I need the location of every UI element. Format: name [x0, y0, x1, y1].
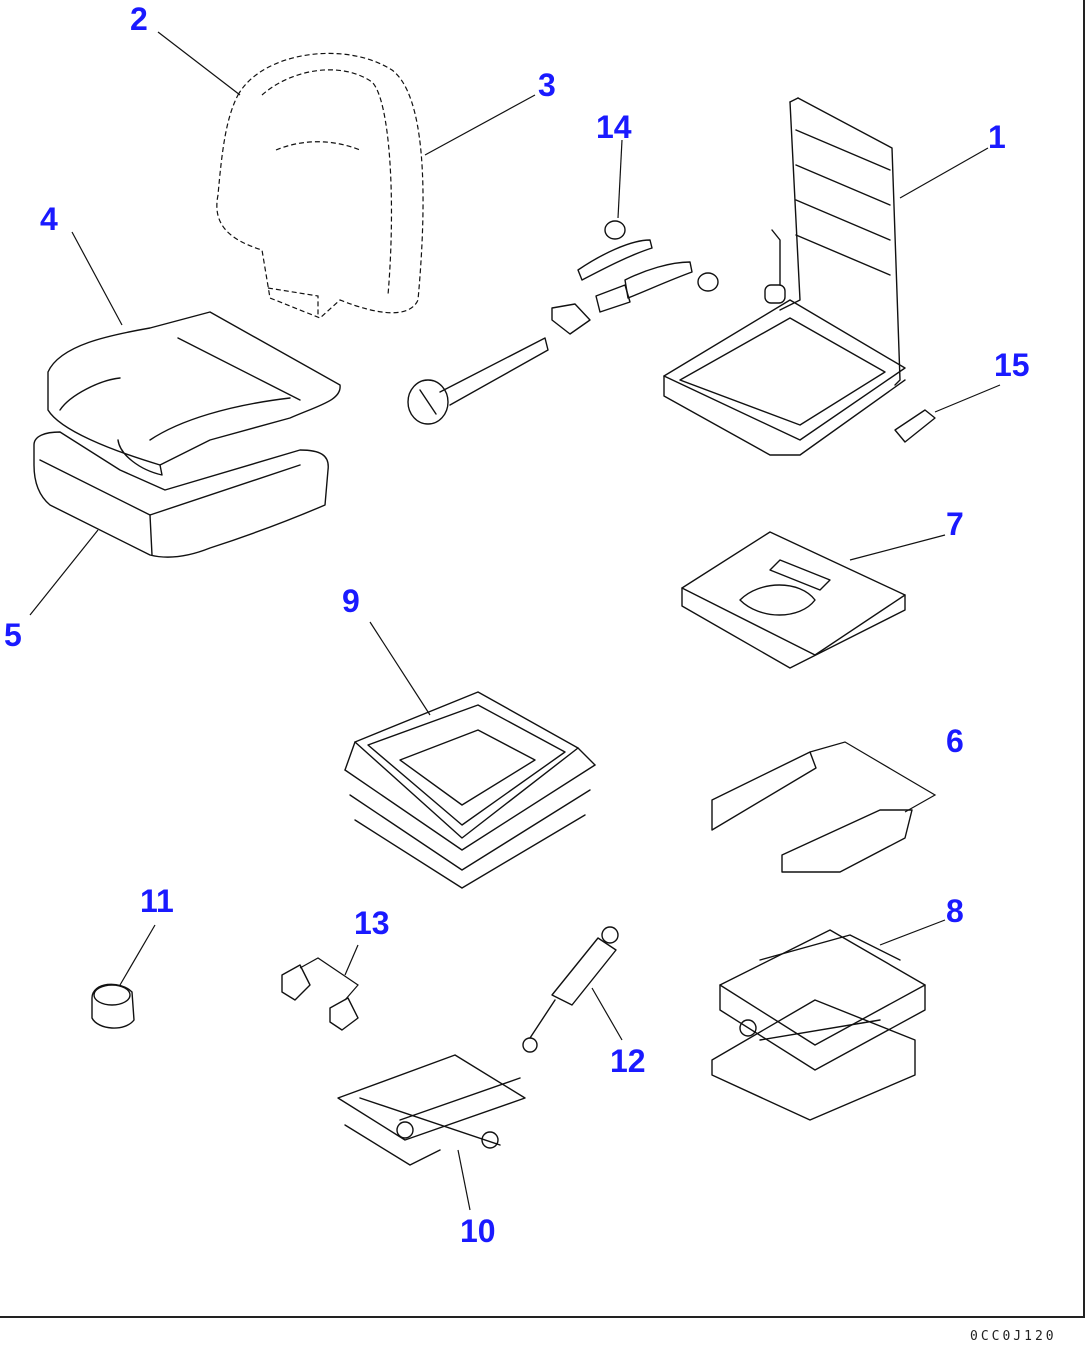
callout-9: 9: [342, 583, 360, 619]
leader-lines: [29, 31, 1001, 1211]
callout-15: 15: [994, 347, 1030, 383]
callout-14: 14: [596, 109, 632, 145]
part-7-slide-plate: [681, 531, 906, 669]
part-1-seat-frame: [663, 97, 906, 456]
part-15-small-cover: [894, 409, 936, 443]
callout-8: 8: [946, 893, 964, 929]
part-14-spring-assembly: [407, 220, 719, 425]
callout-12: 12: [610, 1043, 646, 1079]
part-5-seat-base: [33, 431, 329, 558]
callout-7: 7: [946, 506, 964, 542]
part-12-damper: [522, 926, 619, 1053]
callout-3: 3: [538, 67, 556, 103]
callout-6: 6: [946, 723, 964, 759]
part-13-clips: [281, 957, 359, 1031]
callout-4: 4: [40, 201, 58, 237]
callout-1: 1: [988, 119, 1006, 155]
part-2-back-cushion: [216, 52, 424, 319]
part-10-scissor-linkage: [337, 1054, 526, 1166]
callout-11: 11: [140, 883, 174, 919]
drawing-code: 0CC0J120: [970, 1329, 1057, 1344]
part-9-bellows: [344, 691, 596, 889]
part-8-suspension: [711, 929, 926, 1121]
callout-10: 10: [460, 1213, 496, 1249]
callout-2: 2: [130, 1, 148, 37]
diagram-frame: [0, 0, 1085, 1318]
part-11-bushing: [91, 983, 135, 1029]
callout-13: 13: [354, 905, 390, 941]
callout-5: 5: [4, 617, 22, 653]
part-4-seat-cushion: [47, 311, 341, 476]
part-6-side-covers: [711, 741, 937, 873]
